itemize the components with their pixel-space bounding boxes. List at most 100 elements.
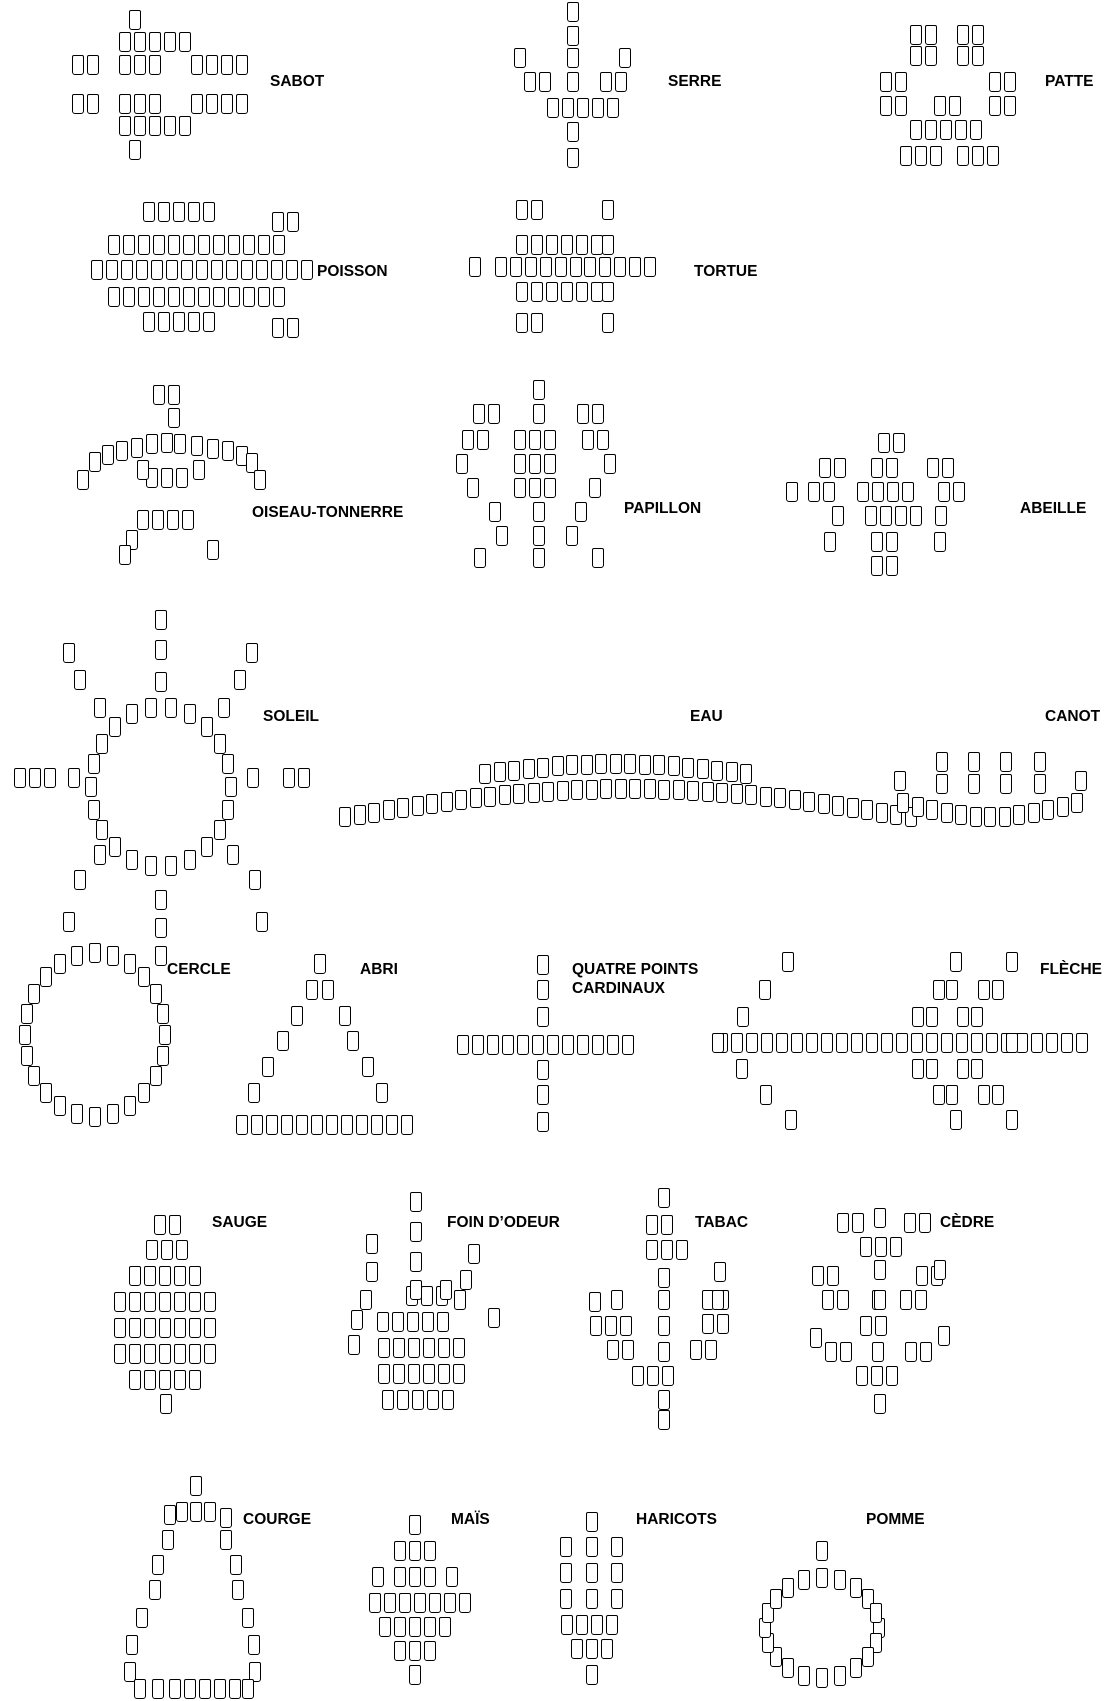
bead xyxy=(1075,771,1087,791)
bead xyxy=(676,1240,688,1260)
bead xyxy=(774,788,786,808)
bead xyxy=(378,1364,390,1384)
bead xyxy=(537,1112,549,1132)
bead xyxy=(567,2,579,22)
bead xyxy=(190,1502,202,1522)
bead xyxy=(129,140,141,160)
bead xyxy=(605,1316,617,1336)
bead xyxy=(818,794,830,814)
bead xyxy=(606,1615,618,1635)
bead xyxy=(442,1390,454,1410)
bead xyxy=(129,10,141,30)
bead xyxy=(561,282,573,302)
bead xyxy=(266,1115,278,1135)
bead xyxy=(174,434,186,454)
bead xyxy=(408,1364,420,1384)
bead xyxy=(298,768,310,788)
bead xyxy=(1006,952,1018,972)
bead xyxy=(341,1115,353,1135)
bead xyxy=(571,780,583,800)
bead xyxy=(149,1580,161,1600)
bead xyxy=(847,798,859,818)
bead xyxy=(462,430,474,450)
bead xyxy=(273,287,285,307)
bead xyxy=(992,980,1004,1000)
bead xyxy=(173,202,185,222)
bead xyxy=(531,235,543,255)
bead xyxy=(347,1031,359,1051)
bead xyxy=(176,1240,188,1260)
bead xyxy=(1034,752,1046,772)
bead xyxy=(886,556,898,576)
bead xyxy=(874,1208,886,1228)
bead xyxy=(819,458,831,478)
bead xyxy=(136,260,148,280)
bead xyxy=(516,313,528,333)
bead xyxy=(206,94,218,114)
label-eau: EAU xyxy=(690,707,723,726)
bead xyxy=(910,46,922,66)
label-foin-d-odeur: FOIN D’ODEUR xyxy=(447,1213,560,1232)
bead xyxy=(827,1266,839,1286)
bead xyxy=(912,1007,924,1027)
bead xyxy=(440,1280,452,1300)
bead xyxy=(611,1563,623,1583)
bead xyxy=(159,1025,171,1045)
bead xyxy=(717,1314,729,1334)
bead xyxy=(423,1338,435,1358)
bead xyxy=(567,122,579,142)
bead xyxy=(377,1312,389,1332)
bead xyxy=(837,1290,849,1310)
bead xyxy=(143,312,155,332)
bead xyxy=(28,984,40,1004)
bead xyxy=(71,1104,83,1124)
bead xyxy=(941,1033,953,1053)
bead xyxy=(155,946,167,966)
bead xyxy=(221,55,233,75)
bead xyxy=(204,1292,216,1312)
bead xyxy=(314,954,326,974)
bead xyxy=(126,704,138,724)
bead xyxy=(256,912,268,932)
bead xyxy=(477,430,489,450)
bead xyxy=(174,1292,186,1312)
bead xyxy=(1013,805,1025,825)
bead xyxy=(871,1366,883,1386)
bead xyxy=(108,287,120,307)
bead xyxy=(386,1115,398,1135)
bead xyxy=(832,506,844,526)
bead xyxy=(131,438,143,458)
bead xyxy=(484,787,496,807)
bead xyxy=(91,260,103,280)
bead xyxy=(591,1615,603,1635)
bead xyxy=(155,918,167,938)
bead xyxy=(397,1390,409,1410)
bead xyxy=(989,96,1001,116)
bead xyxy=(600,779,612,799)
bead xyxy=(661,1240,673,1260)
bead xyxy=(987,146,999,166)
bead xyxy=(760,1085,772,1105)
label-fleche: FLÈCHE xyxy=(1040,960,1102,979)
bead xyxy=(731,1033,743,1053)
bead xyxy=(277,1031,289,1051)
bead xyxy=(531,282,543,302)
bead xyxy=(861,800,873,820)
bead xyxy=(971,1059,983,1079)
bead xyxy=(474,548,486,568)
bead xyxy=(697,759,709,779)
bead xyxy=(372,1567,384,1587)
bead xyxy=(71,946,83,966)
bead xyxy=(978,980,990,1000)
bead xyxy=(256,260,268,280)
bead xyxy=(243,287,255,307)
bead xyxy=(836,1033,848,1053)
bead xyxy=(155,640,167,660)
bead xyxy=(236,55,248,75)
bead xyxy=(523,759,535,779)
bead xyxy=(144,1292,156,1312)
bead xyxy=(136,1608,148,1628)
bead xyxy=(571,1639,583,1659)
bead xyxy=(602,235,614,255)
bead xyxy=(227,845,239,865)
